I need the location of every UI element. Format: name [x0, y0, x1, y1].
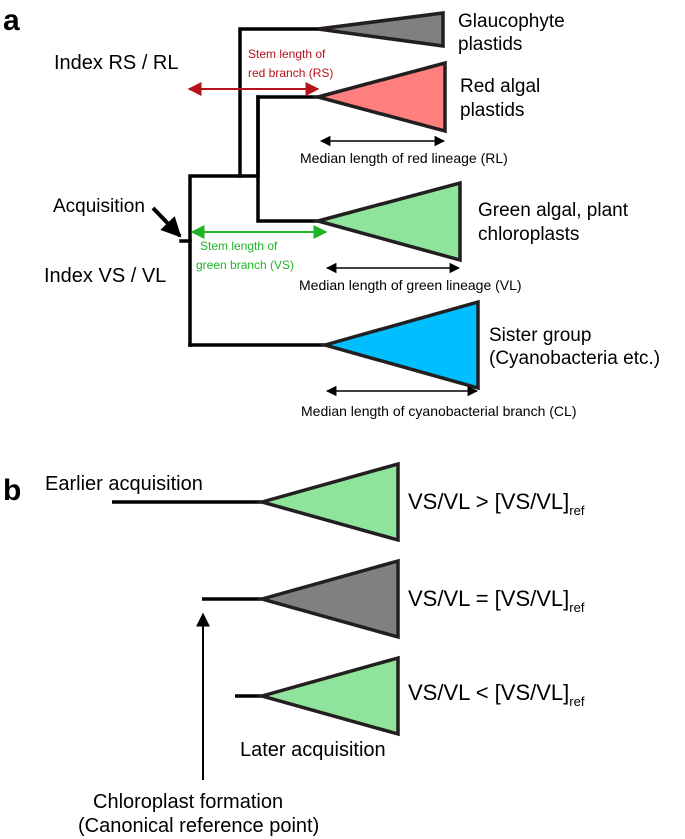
- red-algal-clade-triangle: [311, 60, 447, 134]
- reference-label-line2: (Canonical reference point): [78, 815, 319, 837]
- stem-red-label-line1: Stem length of: [248, 47, 326, 61]
- green-algal-label-line1: Green algal, plant: [478, 200, 629, 221]
- earlier-clade-triangle: [255, 461, 400, 543]
- reference-label-line1: Chloroplast formation: [93, 791, 283, 813]
- red-algal-label-line2: plastids: [460, 100, 524, 121]
- glaucophyte-clade-triangle: [317, 11, 445, 49]
- median-cyano-label: Median length of cyanobacterial branch (…: [301, 403, 577, 419]
- earlier-acquisition-label: Earlier acquisition: [45, 473, 203, 495]
- median-green-label: Median length of green lineage (VL): [299, 277, 522, 293]
- later-clade-triangle: [255, 655, 400, 737]
- sister-group-label-line2: (Cyanobacteria etc.): [489, 348, 660, 369]
- panel-b-label: b: [3, 474, 21, 507]
- stem-green-label-line1: Stem length of: [200, 239, 278, 253]
- sister-group-label-line1: Sister group: [489, 325, 591, 346]
- acquisition-label: Acquisition: [53, 196, 145, 217]
- acquisition-arrow: [151, 206, 182, 238]
- stem-red-label-line2: red branch (RS): [248, 66, 333, 80]
- green-algal-label-line2: chloroplasts: [478, 224, 579, 245]
- panel-a-label: a: [3, 4, 20, 37]
- red-algal-label-line1: Red algal: [460, 76, 540, 97]
- formula-less: VS/VL < [VS/VL]ref: [408, 680, 585, 709]
- stem-green-label-line2: green branch (VS): [196, 258, 294, 272]
- later-acquisition-label: Later acquisition: [240, 739, 386, 761]
- sister-group-clade-triangle: [318, 299, 480, 391]
- formula-greater: VS/VL > [VS/VL]ref: [408, 489, 585, 518]
- green-algal-clade-triangle: [311, 180, 462, 263]
- glaucophyte-label-line1: Glaucophyte: [458, 11, 565, 32]
- glaucophyte-label-line2: plastids: [458, 34, 522, 55]
- median-red-label: Median length of red lineage (RL): [300, 150, 508, 166]
- formula-equal: VS/VL = [VS/VL]ref: [408, 586, 585, 615]
- index-vs-vl-label: Index VS / VL: [44, 265, 166, 287]
- index-rs-rl-label: Index RS / RL: [54, 52, 179, 74]
- reference-clade-triangle: [255, 558, 400, 640]
- tree-branches: [179, 27, 327, 347]
